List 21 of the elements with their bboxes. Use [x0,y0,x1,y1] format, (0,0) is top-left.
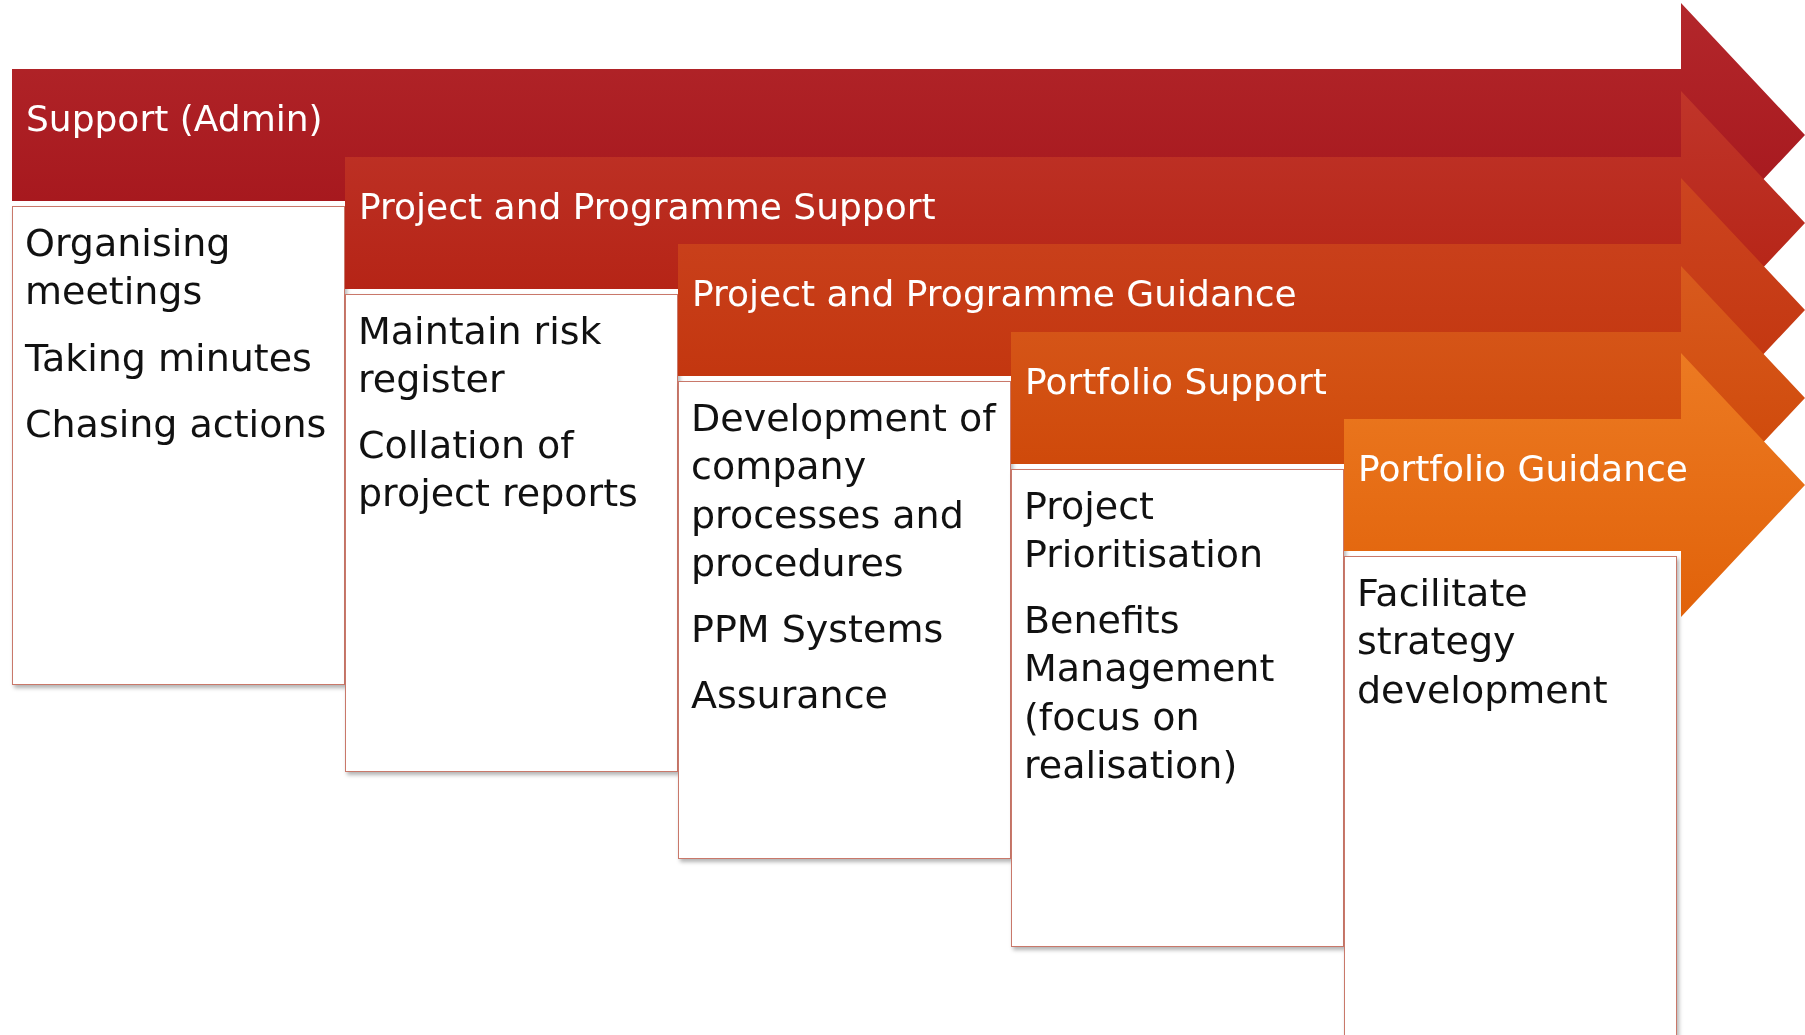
list-item: PPM Systems [691,606,945,653]
list-item: Taking minutes [25,334,313,382]
arrow-label: Portfolio Support [1025,359,1327,403]
list-item: Benefits Management (focus on realisation) [1024,597,1276,789]
arrow-label: Project and Programme Support [359,184,936,228]
text-card [12,206,345,685]
arrow-label: Portfolio Guidance [1358,447,1688,491]
list-item: Chasing actions [25,400,328,448]
text-card [1344,556,1677,1035]
text-card [678,381,1011,859]
list-item: Project Prioritisation [1024,482,1265,578]
list-item: Development of company processes and procedures [691,395,998,587]
list-item: Collation of project reports [358,422,639,518]
list-item: Maintain risk register [358,307,603,403]
text-card [1011,468,1344,947]
arrow-label: Project and Programme Guidance [692,272,1297,316]
list-item: Organising meetings [25,220,232,316]
text-card [345,293,678,772]
arrow-label: Support (Admin) [26,97,323,141]
list-item: Facilitate strategy development [1357,570,1609,714]
list-item: Assurance [691,672,889,720]
